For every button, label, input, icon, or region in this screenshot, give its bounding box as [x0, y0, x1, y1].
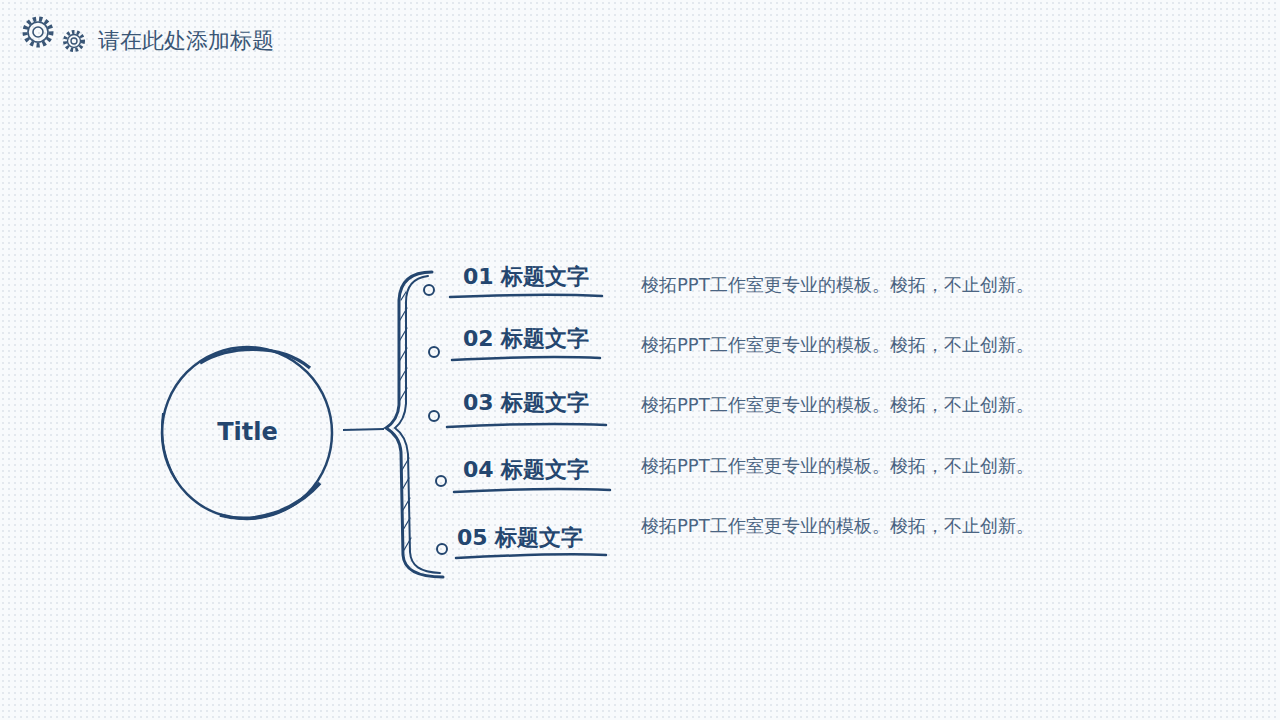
item-heading: 05 标题文字 — [457, 523, 583, 553]
item-description: 梭拓PPT工作室更专业的模板。梭拓，不止创新。 — [641, 393, 1034, 417]
leader-line — [343, 429, 384, 430]
item-description: 梭拓PPT工作室更专业的模板。梭拓，不止创新。 — [641, 514, 1034, 538]
item-description: 梭拓PPT工作室更专业的模板。梭拓，不止创新。 — [641, 273, 1034, 297]
item-description: 梭拓PPT工作室更专业的模板。梭拓，不止创新。 — [641, 333, 1034, 357]
node-title: Title — [217, 418, 278, 446]
node-text-wrap: Title — [160, 343, 335, 521]
item-heading: 02 标题文字 — [463, 324, 589, 354]
item-heading: 04 标题文字 — [463, 455, 589, 485]
title-circle: Title — [160, 343, 335, 521]
item-heading: 03 标题文字 — [463, 388, 589, 418]
gear-icon — [25, 19, 83, 50]
brace — [386, 272, 443, 577]
heading-underline — [447, 295, 610, 558]
item-description: 梭拓PPT工作室更专业的模板。梭拓，不止创新。 — [641, 454, 1034, 478]
page-title: 请在此处添加标题 — [98, 26, 274, 56]
item-heading: 01 标题文字 — [463, 262, 589, 292]
bullet-doodle — [424, 285, 447, 554]
